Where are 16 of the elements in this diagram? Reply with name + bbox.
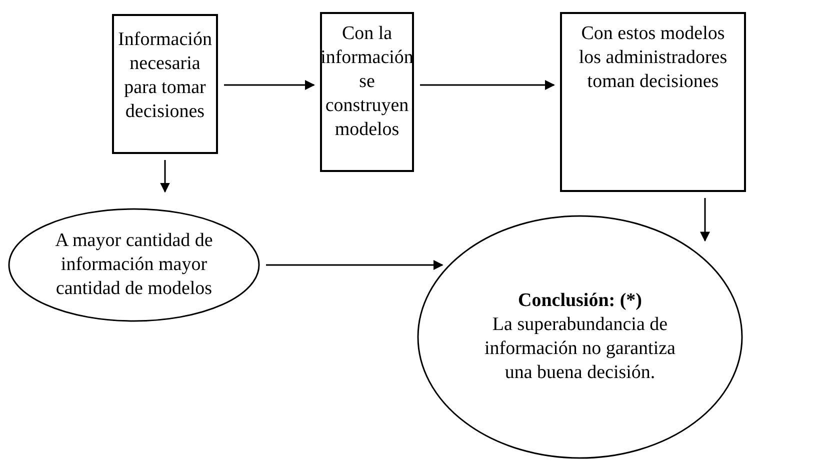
process-box <box>320 12 414 172</box>
node-text: Con la información se construyen modelos <box>320 22 414 142</box>
arrow <box>160 160 170 193</box>
node-heading: Conclusión: (*) <box>518 289 642 313</box>
node-text: La superabundancia de información no garantiza una buena decisión. <box>484 313 676 385</box>
node-text: Con estos modelos los administradores toman decisiones <box>578 22 728 94</box>
process-box <box>560 12 746 192</box>
oval-node <box>8 208 260 322</box>
process-box <box>112 14 218 154</box>
node-text: A mayor cantidad de información mayor cantidad de modelos <box>54 229 214 301</box>
node-text: Información necesaria para tomar decisiones <box>118 28 212 124</box>
arrow <box>266 260 444 270</box>
oval-node <box>417 215 743 459</box>
arrow <box>700 198 710 242</box>
arrow <box>420 80 555 90</box>
arrow <box>224 80 315 90</box>
